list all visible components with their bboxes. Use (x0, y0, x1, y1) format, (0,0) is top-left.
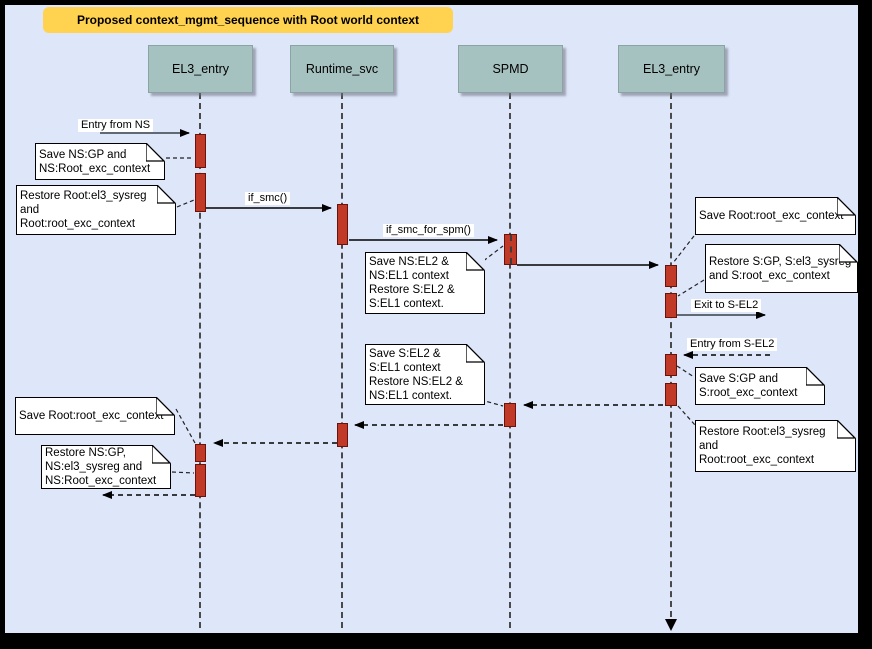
note-fold-icon (157, 184, 177, 204)
note-text: Save Root:root_exc_context (19, 410, 164, 422)
diagram-canvas (5, 5, 858, 633)
note-text: Restore NS:GP, NS:el3_sysreg and NS:Root… (45, 447, 157, 487)
note-text: Save NS:GP and NS:Root_exc_context (39, 148, 151, 175)
lifeline-header-el3-entry-2: EL3_entry (618, 45, 725, 93)
note-restore-ns-gp: Restore NS:GP, NS:el3_sysreg and NS:Root… (41, 444, 172, 489)
note-fold-icon (466, 343, 486, 363)
activation-bar (195, 134, 206, 168)
activation-bar (665, 383, 677, 406)
note-save-ns-gp: Save NS:GP and NS:Root_exc_context (35, 142, 166, 180)
note-text: Save NS:EL2 & NS:EL1 context Restore S:E… (369, 256, 455, 310)
activation-bar (665, 265, 677, 287)
message-label-entry-from-sel2: Entry from S-EL2 (687, 338, 778, 351)
note-fold-icon (152, 444, 172, 464)
activation-bar (665, 293, 677, 318)
lifeline-end-arrowhead (665, 619, 677, 631)
lifeline-label: Runtime_svc (305, 62, 379, 76)
diagram-title: Proposed context_mgmt_sequence with Root… (43, 7, 453, 33)
note-text: Restore Root:el3_sysreg and Root:root_ex… (699, 426, 826, 466)
activation-bar (504, 234, 517, 265)
lifeline-header-runtime-svc: Runtime_svc (290, 45, 394, 93)
message-label-if-smc: if_smc() (245, 192, 291, 205)
activation-bar (195, 444, 206, 462)
lifeline-label: SPMD (492, 62, 529, 76)
activation-bar (337, 204, 348, 245)
lifeline-label: EL3_entry (643, 62, 700, 76)
note-fold-icon (466, 251, 486, 271)
note-connectors (166, 157, 705, 474)
note-fold-icon (806, 366, 826, 386)
message-label-exit-to-sel2: Exit to S-EL2 (691, 299, 762, 312)
note-fold-icon (837, 419, 857, 439)
note-save-s-gp: Save S:GP and S:root_exc_context (695, 366, 826, 405)
message-label-if-smc-for-spm: if_smc_for_spm() (383, 224, 474, 237)
note-save-s-el2: Save S:EL2 & S:EL1 context Restore NS:EL… (365, 343, 486, 405)
note-save-root-exc-1: Save Root:root_exc_context (695, 196, 857, 235)
note-text: Save S:GP and S:root_exc_context (699, 373, 798, 399)
lifeline-header-el3-entry-1: EL3_entry (148, 45, 253, 93)
activation-bar (195, 173, 206, 212)
note-text: Save Root:root_exc_context (699, 210, 844, 222)
note-save-ns-el2: Save NS:EL2 & NS:EL1 context Restore S:E… (365, 251, 486, 314)
activation-bar (504, 403, 516, 427)
lifeline-el3-entry-1 (199, 93, 201, 628)
lifeline-label: EL3_entry (172, 62, 229, 76)
note-restore-root-sysreg-2: Restore Root:el3_sysreg and Root:root_ex… (695, 419, 857, 472)
note-text: Restore S:GP, S:el3_sysreg and S:root_ex… (709, 255, 852, 282)
note-fold-icon (156, 396, 176, 416)
activation-bar (337, 423, 348, 447)
note-text: Save S:EL2 & S:EL1 context Restore NS:EL… (369, 347, 463, 402)
note-fold-icon (839, 243, 859, 263)
lifeline-runtime-svc (341, 93, 343, 628)
note-text: Restore Root:el3_sysreg and Root:root_ex… (20, 190, 147, 230)
message-label-entry-from-ns: Entry from NS (78, 119, 154, 132)
note-restore-s-gp: Restore S:GP, S:el3_sysreg and S:root_ex… (705, 243, 859, 293)
note-restore-root-sysreg-1: Restore Root:el3_sysreg and Root:root_ex… (16, 184, 177, 235)
lifeline-spmd (509, 93, 511, 628)
note-save-root-exc-2: Save Root:root_exc_context (15, 396, 176, 435)
note-fold-icon (837, 196, 857, 216)
activation-bar (195, 464, 206, 497)
lifeline-header-spmd: SPMD (458, 45, 563, 93)
note-fold-icon (146, 142, 166, 162)
activation-bar (665, 354, 677, 376)
